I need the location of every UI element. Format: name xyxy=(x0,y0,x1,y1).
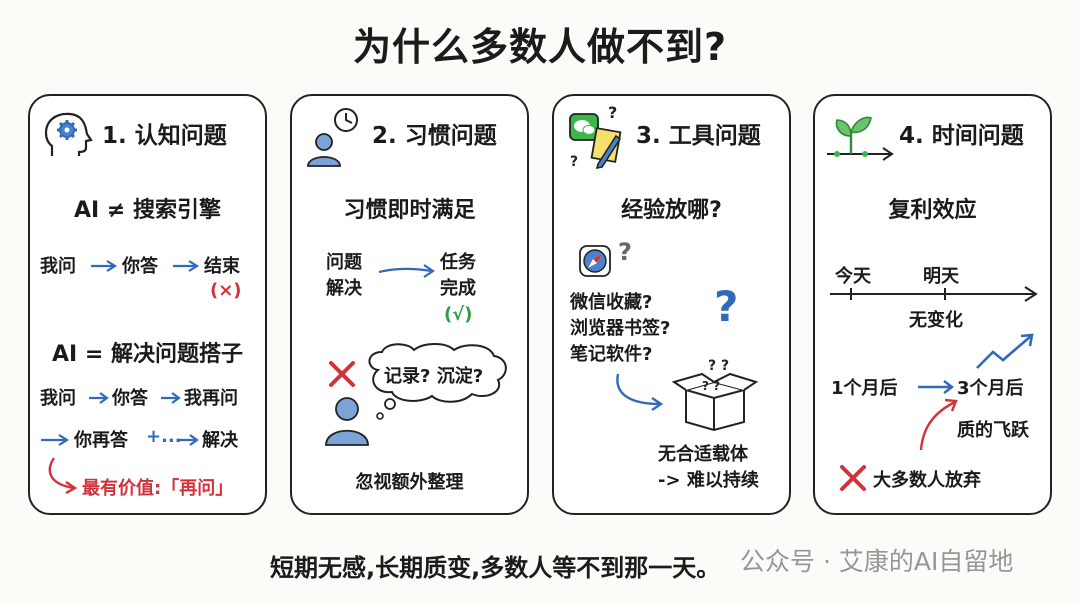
svg-text:?: ? xyxy=(618,238,632,266)
arrow-right-icon xyxy=(89,392,109,404)
cross-icon xyxy=(329,361,355,387)
head-gear-icon xyxy=(44,112,93,156)
timeline-today: 今天 xyxy=(835,266,871,287)
footer-caption: 短期无感,长期质变,多数人等不到那一天。 xyxy=(270,554,721,582)
panel-tool: ? ? 3. 工具问题 经验放哪? ? 微信收藏? 浏览器书签? 笔记软件? ?… xyxy=(552,94,791,515)
curved-arrow-icon xyxy=(919,398,958,451)
timeline-axis xyxy=(830,286,1038,302)
page-title: 为什么多数人做不到? xyxy=(352,25,728,69)
person-icon xyxy=(325,397,369,446)
growth-arrow-icon xyxy=(976,333,1034,369)
arrow-right-icon xyxy=(173,260,200,272)
task-label: 完成 xyxy=(440,278,476,299)
svg-text:? ?: ? ? xyxy=(702,379,720,393)
flow-step: 你答 xyxy=(112,388,148,409)
sprout-icon xyxy=(827,116,894,161)
check-mark: (√) xyxy=(444,304,473,325)
quality-leap: 质的飞跃 xyxy=(957,420,1029,441)
panel-heading: 3. 工具问题 xyxy=(636,123,761,149)
timeline-tomorrow: 明天 xyxy=(923,266,959,287)
one-month: 1个月后 xyxy=(831,378,898,399)
watermark: 公众号 · 艾康的AI自留地 xyxy=(740,547,1014,576)
box-icon: ? ? ? ? xyxy=(671,358,759,432)
arrow-right-icon xyxy=(91,260,118,272)
no-change: 无变化 xyxy=(909,310,963,331)
panel-heading: 2. 习惯问题 xyxy=(372,123,497,149)
thought-bubble-icon xyxy=(368,343,507,420)
arrow-right-icon xyxy=(378,264,435,278)
arrow-right-icon xyxy=(179,434,199,446)
arrow-right-icon xyxy=(161,392,181,404)
panel-heading: 4. 时间问题 xyxy=(899,123,1024,149)
problem-label: 解决 xyxy=(326,278,362,299)
panel-time: 4. 时间问题 复利效应 今天 明天 无变化 1个月后 3个月后 质的飞跃 大多… xyxy=(813,94,1052,515)
arrow-right-icon xyxy=(41,434,70,446)
flow-step: 解决 xyxy=(202,430,238,451)
no-carrier: 无合适载体 xyxy=(658,444,748,465)
panel-subtitle: 习惯即时满足 xyxy=(343,198,476,223)
flow-step: 我再问 xyxy=(184,388,238,409)
svg-text:?: ? xyxy=(570,154,578,170)
place-option: 浏览器书签? xyxy=(570,318,671,339)
flow-step: 我问 xyxy=(40,388,76,409)
flow-step: 你再答 xyxy=(74,430,128,451)
wechat-notepad-icon: ? ? xyxy=(569,103,622,170)
panel-heading: 1. 认知问题 xyxy=(102,123,227,149)
flow-step: 你答 xyxy=(122,256,158,277)
question-mark-icon: ? xyxy=(714,282,739,331)
thought-text: 记录? 沉淀? xyxy=(384,366,484,387)
cross-icon xyxy=(840,465,866,491)
give-up: 大多数人放弃 xyxy=(873,470,981,491)
panel-cognition: 1. 认知问题 AI ≠ 搜索引擎 我问 你答 结束 (×) AI = 解决问题… xyxy=(28,94,267,515)
panel-subtitle-2: AI = 解决问题搭子 xyxy=(52,342,243,367)
place-option: 微信收藏? xyxy=(570,292,653,313)
person-clock-icon xyxy=(307,108,358,167)
curved-arrow-icon xyxy=(48,457,78,495)
panel-subtitle: AI ≠ 搜索引擎 xyxy=(74,198,221,223)
svg-text:?: ? xyxy=(608,103,617,122)
place-option: 笔记软件? xyxy=(570,344,653,365)
arrow-right-icon xyxy=(918,380,954,394)
svg-text:? ?: ? ? xyxy=(708,358,729,374)
wrong-mark: (×) xyxy=(210,280,242,301)
bottom-note: 忽视额外整理 xyxy=(355,472,464,493)
flow-step: +... xyxy=(146,426,182,447)
panel-subtitle: 经验放哪? xyxy=(621,198,722,223)
problem-label: 问题 xyxy=(326,252,362,273)
compass-icon: ? xyxy=(579,238,632,277)
curved-arrow-icon xyxy=(616,373,664,411)
panel-subtitle: 复利效应 xyxy=(888,198,977,223)
hard-to-sustain: -> 难以持续 xyxy=(658,470,759,491)
key-note: 最有价值:「再问」 xyxy=(82,478,234,499)
flow-step: 我问 xyxy=(40,256,76,277)
flow-step: 结束 xyxy=(204,256,240,277)
three-months: 3个月后 xyxy=(957,378,1024,399)
panel-habit: 2. 习惯问题 习惯即时满足 问题 解决 任务 完成 (√) 记录? 沉淀? 忽… xyxy=(290,94,529,515)
task-label: 任务 xyxy=(440,252,476,273)
